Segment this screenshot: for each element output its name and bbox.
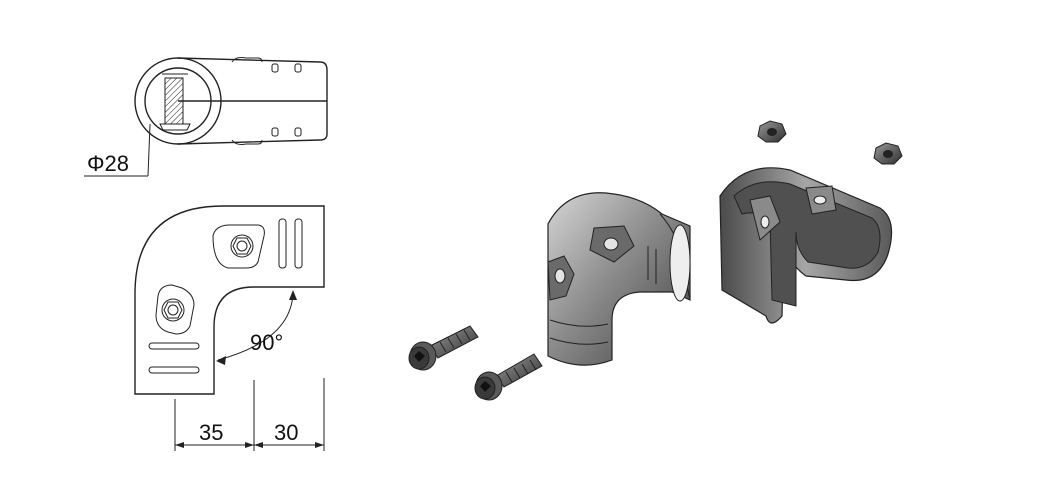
elbow-half-back: [719, 167, 893, 324]
dim-left-label: 35: [199, 420, 223, 445]
diameter-label: Φ28: [87, 151, 129, 176]
nut-1: [757, 120, 787, 143]
top-body: [177, 57, 328, 145]
exploded-view: [408, 120, 903, 401]
bolt-1: [408, 325, 479, 371]
angle-arc: [217, 291, 294, 361]
angle-label: 90°: [250, 330, 283, 355]
dim-right-label: 30: [274, 420, 298, 445]
top-view: Φ28: [84, 57, 328, 177]
bolt-2: [474, 353, 543, 401]
front-view: 90° 35 30: [134, 205, 325, 451]
elbow-outline: [134, 205, 325, 395]
nut-2: [873, 142, 903, 165]
elbow-half-front: [547, 192, 691, 366]
